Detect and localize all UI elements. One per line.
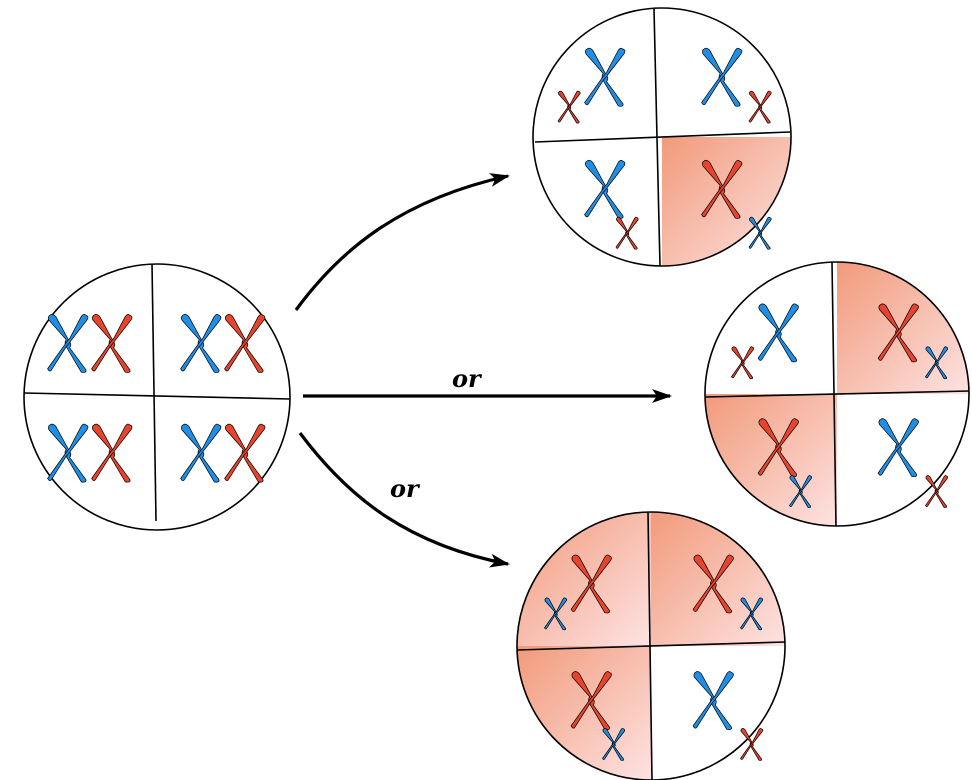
blue-chromosome [47,423,89,483]
blue-chromosome [584,159,626,219]
small-blue-chromosome [740,597,764,631]
red-chromosome [877,303,919,363]
blue-chromosome [584,47,626,107]
small-red-chromosome [925,475,949,508]
small-blue-chromosome [602,728,626,761]
arrow-middle-label: or [452,364,483,393]
blue-chromosome [701,47,743,107]
red-chromosome [570,554,612,614]
arrow-bottom-label: or [390,474,421,503]
small-red-chromosome [748,90,772,124]
shaded-quadrant [517,512,651,646]
small-blue-chromosome [748,216,772,250]
arrow-to-bottom-cell [298,432,510,568]
vertical-divider [151,264,157,522]
cell-outline [532,7,792,267]
horizontal-divider [534,131,791,143]
cell-outline [516,511,786,780]
blue-chromosome [180,314,222,373]
vertical-divider [653,8,661,266]
vertical-divider [831,262,837,526]
outcome-cell-three-shaded [516,511,786,780]
red-chromosome [692,554,734,614]
red-chromosome [224,314,266,373]
small-blue-chromosome [789,475,813,508]
outcome-cell-two-shaded [704,261,970,527]
small-red-chromosome [740,728,764,761]
red-chromosome [701,159,743,219]
blue-chromosome [692,671,734,730]
red-chromosome [757,418,799,478]
red-chromosome [91,314,133,373]
cell-outline [704,261,970,527]
vertical-divider [647,512,653,780]
source-cell [23,263,291,531]
horizontal-divider [705,390,969,398]
red-chromosome [224,423,266,483]
red-chromosome [91,423,133,483]
red-chromosome [570,671,612,730]
outcome-cell-one-shaded [532,7,792,267]
blue-chromosome [877,418,919,478]
arrow-to-top-cell [294,173,510,311]
small-red-chromosome [615,216,639,250]
horizontal-divider [24,392,290,400]
small-blue-chromosome [544,597,568,631]
cell-outline [23,263,291,531]
small-blue-chromosome [925,346,949,380]
small-red-chromosome [557,90,581,124]
blue-chromosome [757,303,799,363]
small-red-chromosome [731,346,755,380]
blue-chromosome [180,423,222,483]
blue-chromosome [47,314,89,373]
horizontal-divider [517,641,785,651]
